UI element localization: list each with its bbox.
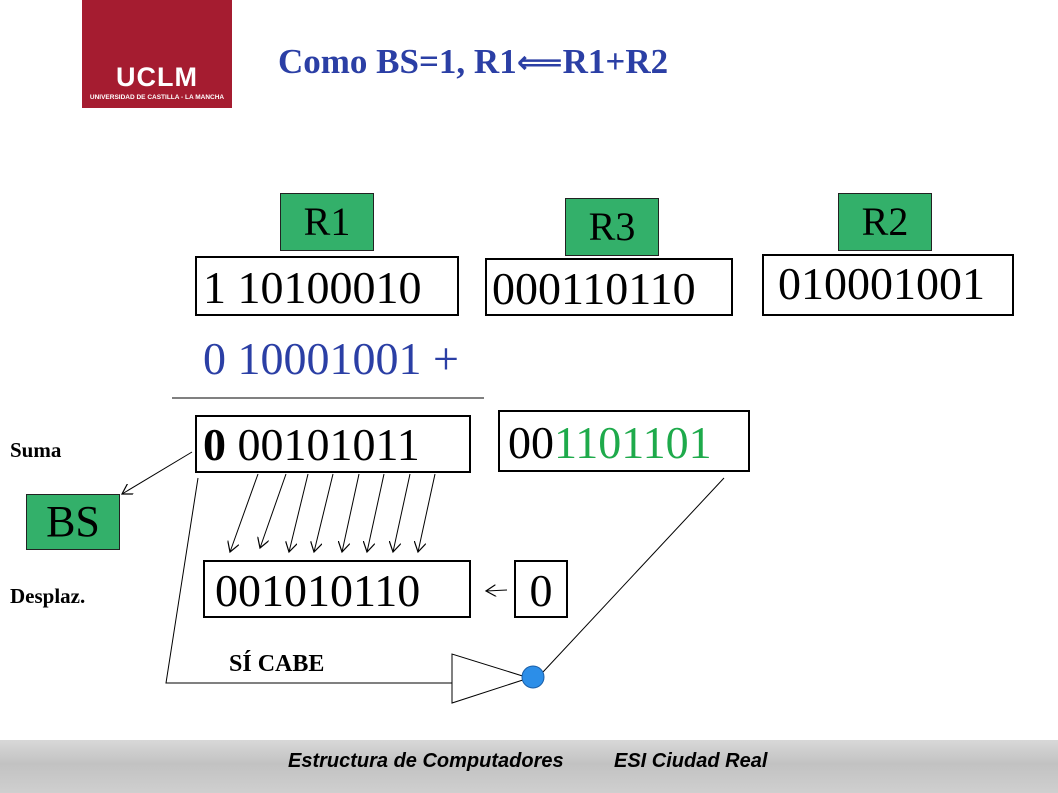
logo-subtitle: UNIVERSIDAD DE CASTILLA - LA MANCHA xyxy=(89,94,225,101)
r3-updated-highlight: 1101101 xyxy=(554,417,712,468)
shift-arrow-8 xyxy=(418,473,436,552)
footer-bar: Estructura de Computadores ESI Ciudad Re… xyxy=(0,740,1058,793)
addend-value: 0 10001001 + xyxy=(203,333,459,384)
r3-updated-box: 001101101 xyxy=(498,410,750,472)
desplaz-label: Desplaz. xyxy=(10,584,86,608)
bs-flag-box: BS xyxy=(26,494,120,550)
footer-course: Estructura de Computadores xyxy=(288,750,564,772)
sum-sign-bit: 0 xyxy=(203,419,226,470)
carry-feedback-line xyxy=(165,477,452,684)
buffer-gate-triangle xyxy=(451,653,531,704)
r3-to-gate-line xyxy=(542,477,725,673)
footer-school: ESI Ciudad Real xyxy=(614,750,768,772)
si-cabe-label: SÍ CABE xyxy=(229,651,325,677)
register-box-r2: 010001001 xyxy=(762,254,1014,316)
shift-arrow-4 xyxy=(314,473,334,552)
slide-title: Como BS=1, R1⟸R1+R2 xyxy=(278,42,668,82)
title-prefix: Como BS=1, R1 xyxy=(278,42,517,81)
sum-box: 0 00101011 xyxy=(195,415,471,473)
title-suffix: R1+R2 xyxy=(562,42,669,81)
left-arrow-icon: ⟸ xyxy=(516,43,563,81)
shift-arrow-6 xyxy=(367,473,385,552)
ucla-logo: UCLM UNIVERSIDAD DE CASTILLA - LA MANCHA xyxy=(82,0,232,108)
shift-in-arrow xyxy=(486,590,508,591)
shift-arrow-7 xyxy=(393,473,411,552)
r3-updated-plain: 00 xyxy=(508,417,554,468)
register-box-r3: 000110110 xyxy=(485,258,733,316)
register-label-r3: R3 xyxy=(565,198,659,256)
suma-label: Suma xyxy=(10,438,62,462)
shift-arrow-1 xyxy=(230,473,259,552)
shift-result-box: 001010110 xyxy=(203,560,471,618)
register-label-r2: R2 xyxy=(838,193,932,251)
register-label-r1: R1 xyxy=(280,193,374,251)
shift-arrow-2 xyxy=(260,473,287,548)
logo-word: UCLM xyxy=(116,62,198,92)
sum-bits: 00101011 xyxy=(226,419,420,470)
shift-arrow-3 xyxy=(289,473,309,552)
register-box-r1: 1 10100010 xyxy=(195,256,459,316)
shift-arrow-5 xyxy=(342,473,360,552)
shift-in-box: 0 xyxy=(514,560,568,618)
carry-to-bs-arrow xyxy=(122,451,193,494)
gate-node-dot xyxy=(521,665,545,689)
